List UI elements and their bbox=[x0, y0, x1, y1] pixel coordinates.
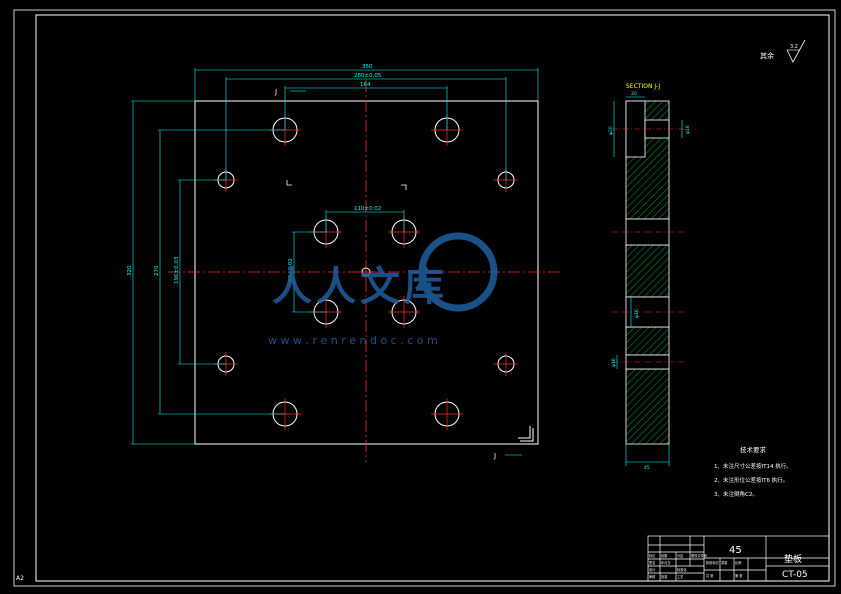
dim-top-holes-b: 164 bbox=[360, 82, 371, 88]
drawing-number: CT-05 bbox=[782, 570, 808, 580]
section-hatch-middle bbox=[625, 244, 670, 298]
section-hatch-bottom bbox=[625, 368, 670, 445]
dim-left-inner-pair: 80±0.02 bbox=[288, 258, 294, 282]
outer-frame bbox=[13, 9, 836, 587]
section-marker-top: J bbox=[274, 88, 277, 96]
dim-left-mid-holes: 196±0.03 bbox=[174, 256, 180, 284]
title-block-label: 审核 bbox=[649, 574, 656, 579]
sheet-size-label: A2 bbox=[16, 575, 24, 582]
material: 45 bbox=[729, 545, 742, 556]
title-block-label: 比例 bbox=[735, 560, 741, 565]
section-dim-bottom: 45 bbox=[644, 465, 650, 471]
title-block-label: 签名 bbox=[649, 560, 655, 565]
section-markers: J J bbox=[274, 88, 496, 460]
plan-dimensions bbox=[131, 68, 539, 456]
section-hatch-lower bbox=[625, 326, 670, 356]
tech-req-title: 技术要求 bbox=[740, 445, 767, 454]
part-name: 垫板 bbox=[784, 553, 802, 565]
roughness-value: 3.2 bbox=[790, 44, 798, 50]
plan-dimension-labels: 350 280±0.05 164 110±0.02 320 270 196±0.… bbox=[127, 64, 382, 284]
title-block-label: 设计 bbox=[649, 567, 656, 572]
roughness-prefix: 其余 bbox=[760, 51, 774, 60]
tech-requirements: 技术要求 1、未注尺寸公差按IT14 执行。 2、未注形位公差按IT6 执行。 … bbox=[714, 445, 792, 498]
section-marker-bottom: J bbox=[493, 452, 496, 460]
dim-top-holes-a: 280±0.05 bbox=[354, 73, 382, 79]
tech-req-item-2: 2、未注形位公差按IT6 执行。 bbox=[714, 476, 788, 484]
title-block-label: 重量 bbox=[721, 560, 728, 565]
title-block-label: 分区 bbox=[677, 553, 684, 558]
section-title: SECTION J-J bbox=[626, 83, 660, 90]
title-block-label: 标准化 bbox=[677, 567, 687, 572]
inner-frame bbox=[35, 14, 830, 582]
dim-inner-pair: 110±0.02 bbox=[354, 206, 381, 212]
section-dim-side: φ16 bbox=[685, 125, 691, 134]
title-block-label: 第 张 bbox=[735, 573, 743, 578]
hole bbox=[494, 352, 518, 376]
watermark-url: w w w . r e n r e n d o c . c o m bbox=[268, 334, 438, 347]
watermark-brand: 人人文库 bbox=[272, 264, 448, 310]
section-dim-low: φ16 bbox=[611, 358, 617, 367]
title-block-label: 阶段标记 bbox=[706, 560, 720, 565]
title-block-label: 标记 bbox=[649, 553, 656, 558]
watermark-logo-icon bbox=[418, 232, 498, 312]
section-dim-counterbore: φ20 bbox=[608, 126, 614, 135]
plan-view: 350 280±0.05 164 110±0.02 320 270 196±0.… bbox=[127, 64, 560, 462]
dim-left-outer-holes: 270 bbox=[154, 265, 160, 276]
title-block-labels: 标记处数 分区 更改文件号签名 年月日设计 标准化审核 工艺 批准 阶段标记重量 比例共 张 第 … bbox=[649, 553, 743, 579]
plate-outline bbox=[194, 100, 539, 445]
title-block-text: 45 垫板 CT-05 标记处数 分区 更改文件号签名 年月日设计 标准化审核 工艺 批准 阶… bbox=[649, 545, 808, 580]
section-view: SECTION J-J bbox=[608, 83, 691, 471]
dim-top-overall: 350 bbox=[362, 64, 373, 70]
title-block-label: 处数 bbox=[661, 553, 668, 558]
tech-req-item-1: 1、未注尺寸公差按IT14 执行。 bbox=[714, 462, 792, 470]
roughness-note: 其余 3.2 bbox=[760, 39, 806, 63]
title-block-label: 更改文件号 bbox=[691, 553, 707, 558]
watermark: 人人文库 w w w . r e n r e n d o c . c o m bbox=[268, 232, 498, 347]
roughness-icon bbox=[786, 39, 806, 63]
tech-req-item-3: 3、未注倒角C2。 bbox=[714, 490, 758, 498]
dim-left-overall: 320 bbox=[127, 265, 133, 276]
title-block-label: 工艺 bbox=[677, 574, 683, 579]
section-dim-mid: φ16 bbox=[634, 309, 640, 318]
hole bbox=[431, 398, 463, 430]
title-block-label: 共 张 bbox=[706, 573, 714, 578]
section-dim-top: 20 bbox=[631, 91, 637, 97]
title-block bbox=[647, 535, 830, 582]
title-block-label: 年月日 bbox=[661, 560, 671, 565]
hole bbox=[388, 296, 420, 328]
hole bbox=[358, 264, 374, 280]
title-block-label: 批准 bbox=[661, 574, 668, 579]
